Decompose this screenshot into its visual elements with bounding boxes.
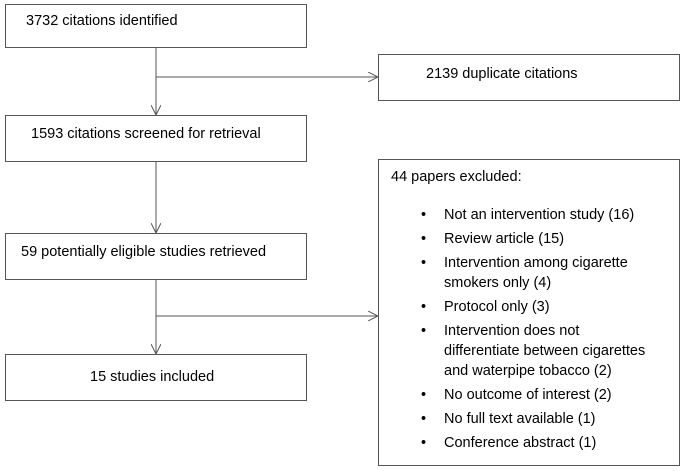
exclusion-reason-line: Not an intervention study (16) xyxy=(444,207,635,223)
screened-box: 1593 citations screened for retrieval xyxy=(5,115,307,162)
exclusion-reason-line: Conference abstract (1) xyxy=(444,435,597,451)
bullet-icon: • xyxy=(421,255,427,271)
exclusion-reason-item: • Review article (15) xyxy=(379,229,645,249)
bullet-icon: • xyxy=(421,207,427,223)
exclusion-reason-item: • No full text available (1) xyxy=(379,409,645,429)
exclusion-reason-line: No full text available (1) xyxy=(444,411,596,427)
exclusion-reason-line: smokers only (4) xyxy=(444,275,552,291)
exclusion-reason-line: and waterpipe tobacco (2) xyxy=(444,363,612,379)
retrieved-label: 59 potentially eligible studies retrieve… xyxy=(21,244,267,260)
exclusion-reason-item: • Intervention does not differentiate betw… xyxy=(379,321,645,381)
exclusion-reasons-list: • Not an intervention study (16) • Review a… xyxy=(379,205,645,457)
exclusion-reason-line: Intervention does not xyxy=(444,323,580,339)
excluded-box: 44 papers excluded: • Not an intervention… xyxy=(378,159,680,466)
bullet-icon: • xyxy=(421,299,427,315)
exclusion-reason-line: Intervention among cigarette xyxy=(444,255,628,271)
included-label: 15 studies included xyxy=(90,369,215,385)
identified-label: 3732 citations identified xyxy=(26,13,178,29)
screened-label: 1593 citations screened for retrieval xyxy=(31,126,261,142)
bullet-icon: • xyxy=(421,387,427,403)
retrieved-box: 59 potentially eligible studies retrieve… xyxy=(5,233,307,280)
exclusion-reason-item: • Not an intervention study (16) xyxy=(379,205,645,225)
included-box: 15 studies included xyxy=(5,354,307,401)
identified-box: 3732 citations identified xyxy=(5,4,307,48)
exclusion-reason-item: • Conference abstract (1) xyxy=(379,433,645,453)
exclusion-reason-line: Protocol only (3) xyxy=(444,299,550,315)
duplicates-box: 2139 duplicate citations xyxy=(378,54,680,101)
duplicates-label: 2139 duplicate citations xyxy=(426,66,578,82)
exclusion-reason-item: • Protocol only (3) xyxy=(379,297,645,317)
bullet-icon: • xyxy=(421,435,427,451)
bullet-icon: • xyxy=(421,231,427,247)
exclusion-reason-item: • Intervention among cigarette smokers onl… xyxy=(379,253,645,293)
exclusion-reason-line: No outcome of interest (2) xyxy=(444,387,612,403)
exclusion-reason-line: differentiate between cigarettes xyxy=(444,343,646,359)
bullet-icon: • xyxy=(421,411,427,427)
exclusion-reason-item: • No outcome of interest (2) xyxy=(379,385,645,405)
excluded-title: 44 papers excluded: xyxy=(391,169,522,185)
bullet-icon: • xyxy=(421,323,427,339)
exclusion-reason-line: Review article (15) xyxy=(444,231,565,247)
